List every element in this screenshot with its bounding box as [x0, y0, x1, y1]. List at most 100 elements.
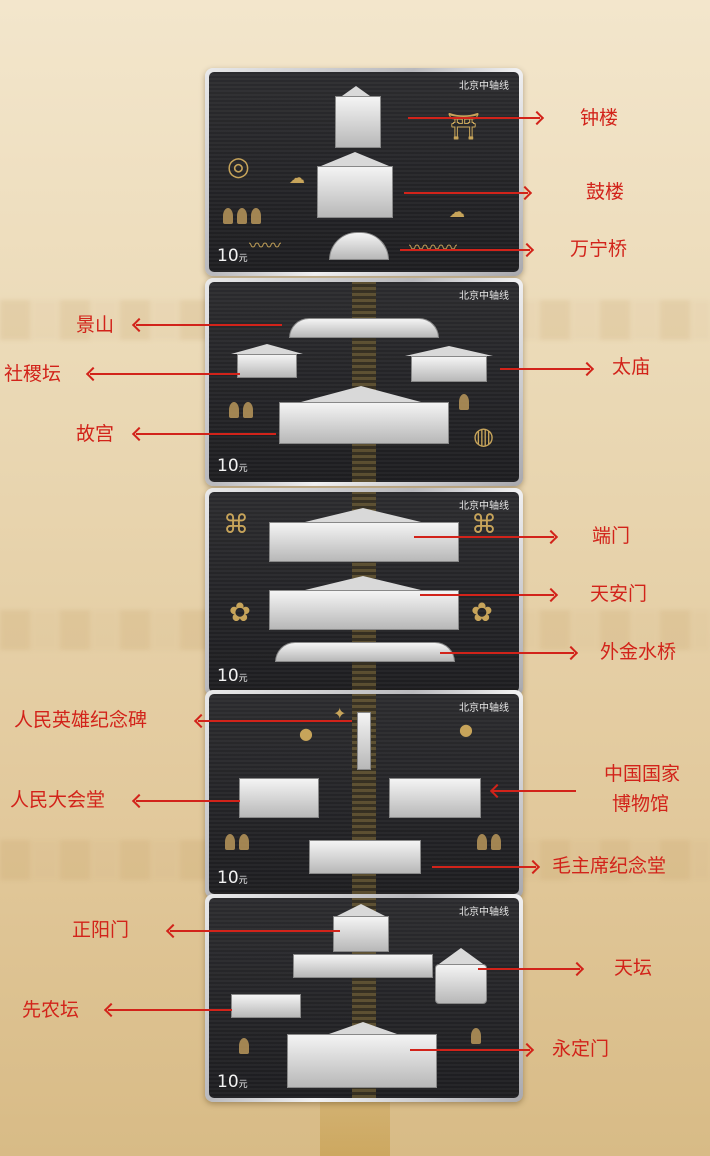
label-shejitan: 社稷坛 — [4, 363, 62, 385]
coin-face: 北京中轴线 ⌘ ⌘ ✿ ✿ 10元 — [209, 492, 519, 692]
wave-icon: 〰〰 — [249, 236, 282, 255]
tree-icon — [459, 394, 469, 410]
label-mausoleum: 毛主席纪念堂 — [552, 855, 667, 877]
tree-icon — [237, 208, 247, 224]
dove-icon: ✦ — [333, 704, 347, 723]
mausoleum-building — [309, 840, 421, 874]
drum-tower-roof — [321, 152, 389, 166]
wanning-bridge — [329, 232, 389, 260]
tree-icon — [491, 834, 501, 850]
coin-title: 北京中轴线 — [459, 291, 509, 302]
arrow-yongdingmen — [410, 1049, 530, 1051]
arrow-head-icon — [529, 110, 545, 126]
great-hall-building — [239, 778, 319, 818]
zhengyangmen-roof — [337, 904, 385, 916]
duanmen-gate — [269, 522, 459, 562]
tiantan-roof — [439, 948, 483, 964]
chinese-knot-icon: ⌘ — [223, 510, 249, 540]
arrow-head-icon — [579, 361, 595, 377]
tree-icon — [251, 208, 261, 224]
museum-building — [389, 778, 481, 818]
arrow-taimiao — [500, 368, 590, 370]
tree-icon — [239, 1038, 249, 1054]
gugong-hall — [279, 402, 449, 444]
coin-title: 北京中轴线 — [459, 81, 509, 92]
arrow-head-icon — [543, 587, 559, 603]
monument-obelisk — [357, 712, 371, 770]
label-xiannongtan: 先农坛 — [22, 999, 80, 1021]
arrow-gugong — [136, 433, 276, 435]
arrow-monument — [198, 720, 352, 722]
shejitan-hall — [237, 354, 297, 378]
coin-face: 北京中轴线 ◎ ⛩ ☁ ☁ 〰〰 〰〰〰 10元 — [209, 72, 519, 272]
arrow-duanmen — [414, 536, 554, 538]
taimiao-roof — [405, 346, 493, 356]
drum-tower — [317, 166, 393, 218]
label-gugong: 故宫 — [76, 423, 115, 445]
label-wanningqiao: 万宁桥 — [570, 238, 628, 260]
yongdingmen-gate — [287, 1034, 437, 1088]
tree-icon — [239, 834, 249, 850]
coin-denomination: 10元 — [217, 246, 248, 266]
flower-basket-icon: ✿ — [471, 598, 493, 628]
drum-icon: ◎ — [227, 152, 250, 182]
arrow-head-icon — [569, 961, 585, 977]
arrow-head-icon — [543, 529, 559, 545]
coin-title: 北京中轴线 — [459, 501, 509, 512]
coin-5: 北京中轴线 10元 — [205, 894, 523, 1102]
label-museum-line2: 博物馆 — [612, 793, 670, 815]
arrow-great-hall — [136, 800, 240, 802]
coin-denomination: 10元 — [217, 868, 248, 888]
jianlou-gate — [293, 954, 433, 978]
coin-denomination: 10元 — [217, 1072, 248, 1092]
arrow-tiantan — [478, 968, 580, 970]
arrow-tiananmen — [420, 594, 554, 596]
arrow-shejitan — [90, 373, 240, 375]
balloon-icon: ● — [299, 724, 313, 743]
tree-icon — [243, 402, 253, 418]
coin-1: 北京中轴线 ◎ ⛩ ☁ ☁ 〰〰 〰〰〰 10元 — [205, 68, 523, 276]
coin-title: 北京中轴线 — [459, 907, 509, 918]
tree-icon — [223, 208, 233, 224]
coin-title: 北京中轴线 — [459, 703, 509, 714]
tree-icon — [225, 834, 235, 850]
xiannongtan-hall — [231, 994, 301, 1018]
coin-3: 北京中轴线 ⌘ ⌘ ✿ ✿ 10元 — [205, 488, 523, 696]
label-gulou: 鼓楼 — [586, 181, 625, 203]
tree-icon — [477, 834, 487, 850]
label-waijinshuiqiao: 外金水桥 — [600, 641, 677, 663]
label-tiananmen: 天安门 — [590, 583, 648, 605]
duanmen-roof — [305, 508, 421, 522]
label-taimiao: 太庙 — [612, 356, 651, 378]
yongdingmen-roof — [329, 1022, 397, 1034]
arrow-zhengyangmen — [170, 930, 340, 932]
jingshan-pavilions — [289, 318, 439, 338]
label-museum-line1: 中国国家 — [604, 763, 681, 785]
gugong-roof — [301, 386, 421, 402]
shejitan-roof — [231, 344, 303, 354]
taimiao-hall — [411, 356, 487, 382]
arrow-wanningqiao — [400, 249, 530, 251]
sundial-icon: ◍ — [473, 422, 494, 450]
arrow-museum — [492, 790, 576, 792]
label-jingshan: 景山 — [76, 314, 115, 336]
waijinshui-bridge — [275, 642, 455, 662]
tree-icon — [229, 402, 239, 418]
zhengyangmen-gate — [333, 916, 389, 952]
chinese-knot-icon: ⌘ — [471, 510, 497, 540]
arrow-xiannongtan — [108, 1009, 232, 1011]
coin-denomination: 10元 — [217, 666, 248, 686]
tiananmen-roof — [305, 576, 421, 590]
label-zhengyangmen: 正阳门 — [72, 919, 130, 941]
bell-tower — [335, 96, 381, 148]
arrow-mausoleum — [432, 866, 536, 868]
label-great-hall: 人民大会堂 — [10, 789, 106, 811]
label-tiantan: 天坛 — [614, 957, 653, 979]
coin-face: 北京中轴线 ◍ 10元 — [209, 282, 519, 482]
label-zhonglou: 钟楼 — [580, 107, 619, 129]
bell-tower-roof — [342, 86, 370, 96]
coin-face: 北京中轴线 10元 — [209, 898, 519, 1098]
coin-4: 北京中轴线 ● ● ✦ 10元 — [205, 690, 523, 898]
flower-basket-icon: ✿ — [229, 598, 251, 628]
label-duanmen: 端门 — [592, 525, 631, 547]
